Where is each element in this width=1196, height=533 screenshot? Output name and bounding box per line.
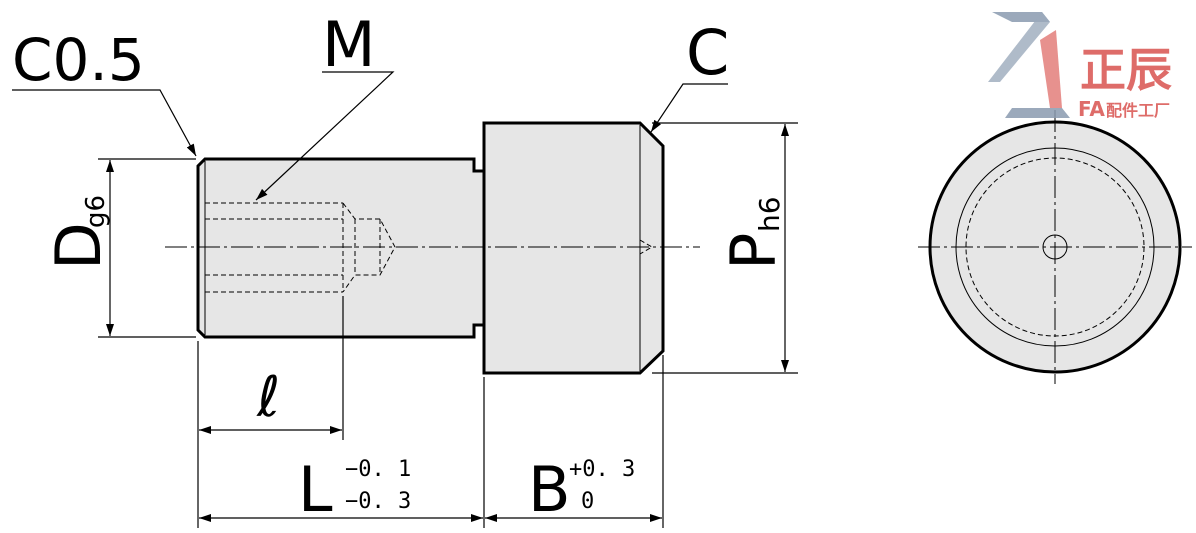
label-length-tol-lower: −0. 3 [345,489,411,514]
head-body [482,121,665,375]
logo-mark-icon [992,12,1050,22]
label-p: P [717,233,790,270]
label-head-length-tol-lower: 0 [581,489,594,514]
label-length: L [298,453,333,526]
label-c05: C0.5 [12,26,145,94]
label-thread-depth: ℓ [256,365,280,430]
shaft-body [196,157,486,339]
label-head-length-tol-upper: +0. 3 [569,457,635,482]
label-d: D [42,222,115,270]
logo-tagline: 配件工厂 [1106,101,1170,120]
thread-hole-hidden-lines [205,202,653,293]
logo-prefix: FA [1078,97,1105,121]
dimensions [12,71,798,528]
leader-m [255,71,395,201]
label-p-group: P h6 [717,196,790,270]
side-view [165,121,700,375]
label-head-length: B [528,453,571,526]
label-d-tol: g6 [81,195,111,228]
label-m: M [322,8,376,81]
label-c: C [686,16,729,89]
brand-logo: 正辰 FA 配件工厂 [988,12,1172,121]
leader-c05 [12,89,197,157]
end-view [918,110,1192,384]
label-p-tol: h6 [753,196,786,232]
label-length-tol-upper: −0. 1 [345,457,411,482]
leader-c [650,83,728,133]
label-d-group: D g6 [42,195,115,270]
logo-brand: 正辰 [1080,43,1172,97]
